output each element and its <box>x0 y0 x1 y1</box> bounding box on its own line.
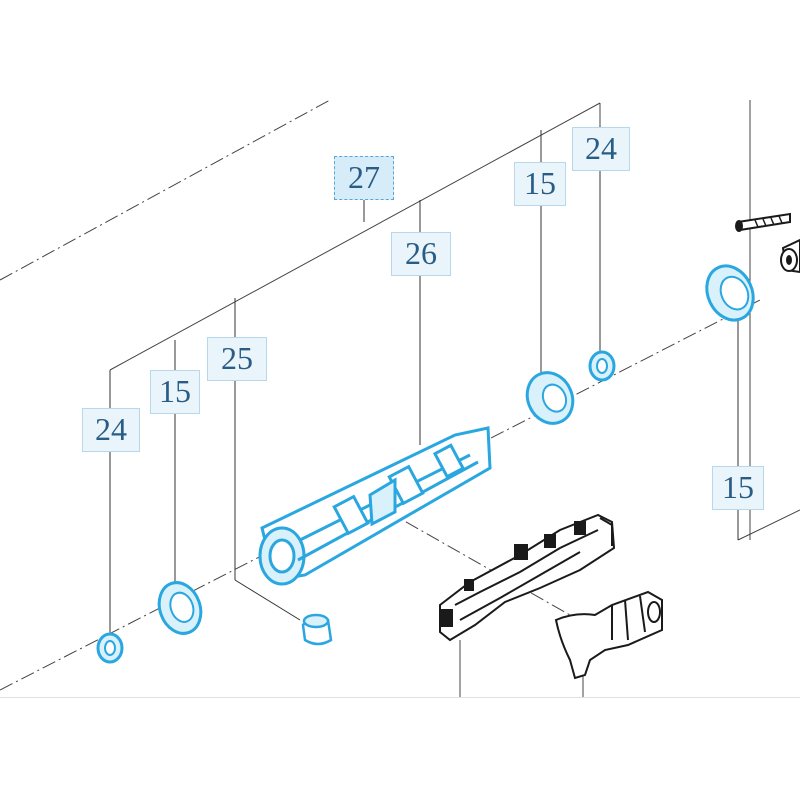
callout-15-left[interactable]: 15 <box>150 370 200 414</box>
bearing-icon <box>96 632 124 664</box>
seal-ring-icon <box>525 371 575 425</box>
seal-ring-icon <box>705 264 755 322</box>
callout-15-right[interactable]: 15 <box>712 466 764 510</box>
callout-27[interactable]: 27 <box>334 156 394 200</box>
callout-24-left[interactable]: 24 <box>82 408 140 452</box>
callout-26[interactable]: 26 <box>391 232 451 276</box>
bearing-icon <box>588 350 616 382</box>
callout-15-middle[interactable]: 15 <box>514 162 566 206</box>
clamp-icon <box>554 590 663 680</box>
pin-icon <box>301 613 333 646</box>
callout-25[interactable]: 25 <box>207 337 267 381</box>
page-footer-area <box>0 697 800 801</box>
leader-lines <box>109 125 739 637</box>
sleeve-icon <box>780 238 800 274</box>
bolt-icon <box>735 212 791 232</box>
callout-24-middle[interactable]: 24 <box>572 127 630 171</box>
bracket-icon <box>439 513 616 642</box>
seal-ring-icon <box>157 581 203 635</box>
handle-tube-icon <box>258 426 492 586</box>
